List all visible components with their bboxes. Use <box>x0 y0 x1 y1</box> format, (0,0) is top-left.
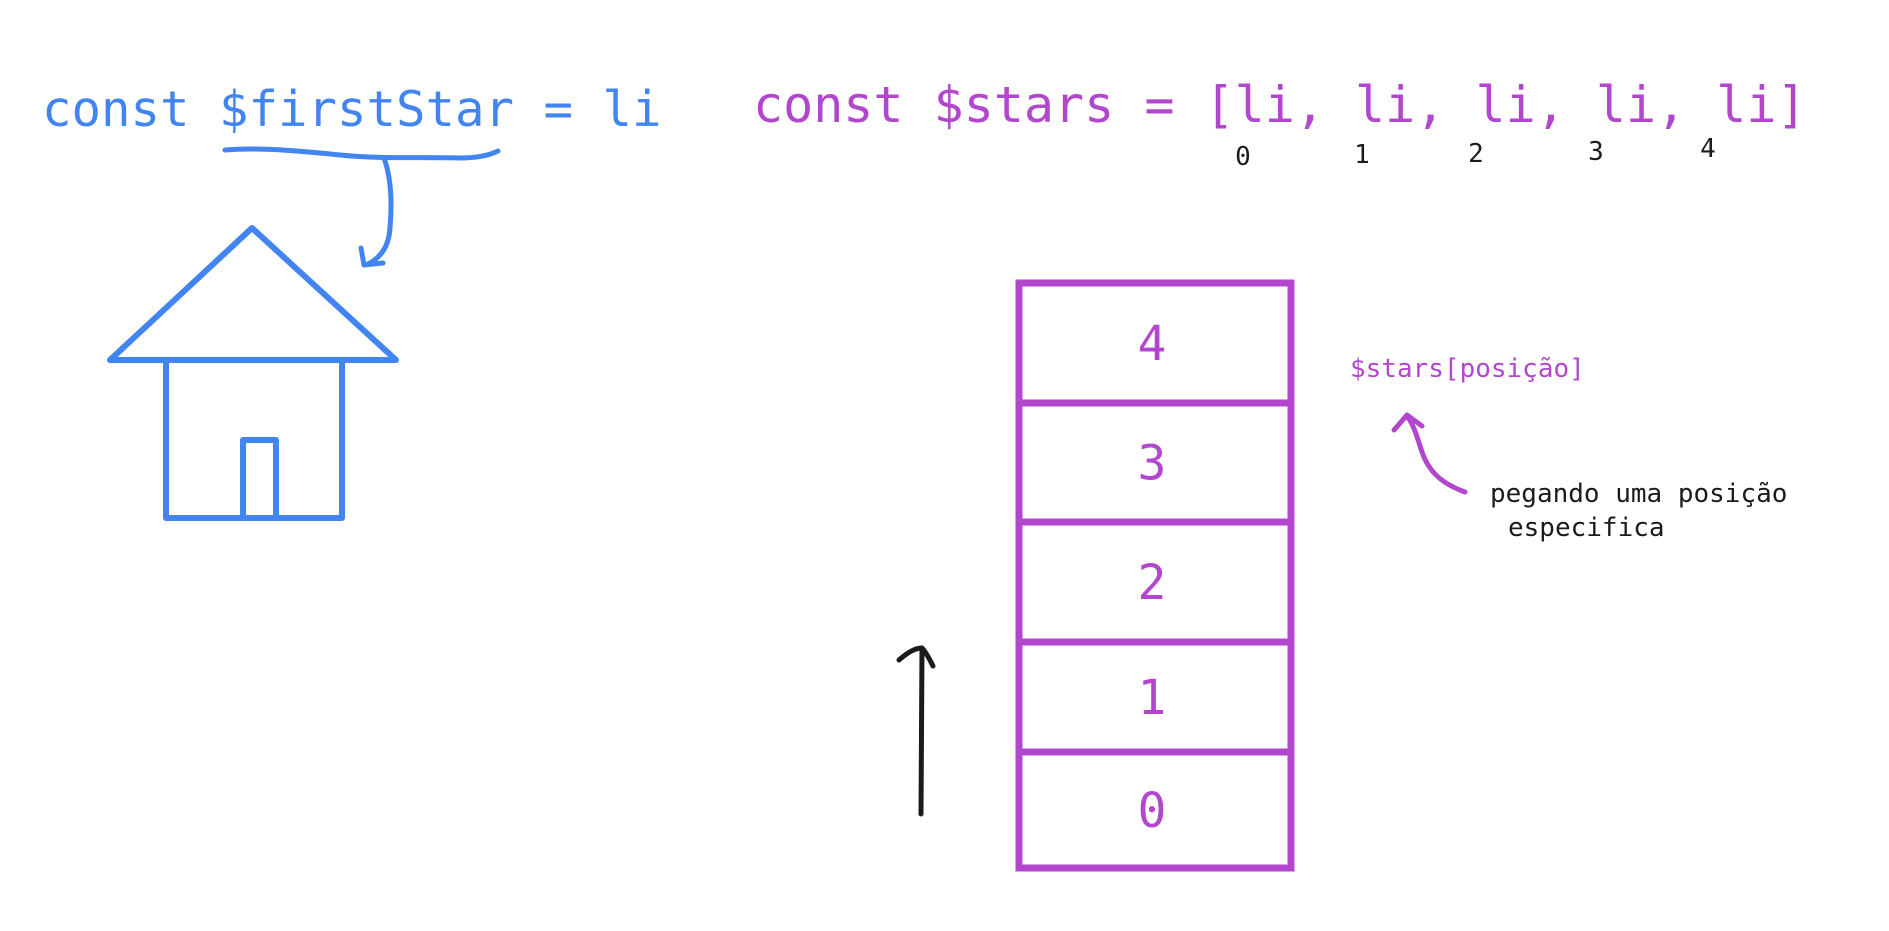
first-star-underline <box>222 146 501 161</box>
description-line-1: pegando uma posição <box>1490 479 1787 509</box>
access-syntax-label: $stars[posição] <box>1350 354 1585 384</box>
array-index-3: 3 <box>1588 137 1604 167</box>
description-line-2: especifica <box>1508 513 1665 543</box>
stack-cell-label-4: 4 <box>1138 316 1167 372</box>
array-index-4: 4 <box>1700 134 1716 164</box>
stack-cell-0 <box>1015 748 1295 872</box>
stack-cells: 4 3 2 1 0 <box>1015 279 1295 872</box>
stack-cell-label-2: 2 <box>1138 555 1167 611</box>
array-index-labels: 0 1 2 3 4 <box>1235 134 1716 172</box>
pointer-arrow-icon <box>1391 412 1468 495</box>
array-index-0: 0 <box>1235 142 1251 172</box>
array-index-2: 2 <box>1468 139 1484 169</box>
first-star-declaration: const $firstStar = li <box>42 81 662 138</box>
stars-array-declaration: const $stars = [li, li, li, li, li] <box>753 76 1807 134</box>
stack-cell-label-3: 3 <box>1138 436 1167 492</box>
house-icon <box>107 225 399 521</box>
curved-arrow-icon <box>358 155 394 268</box>
stack-cell-label-1: 1 <box>1138 670 1167 726</box>
up-arrow-icon <box>896 645 936 817</box>
array-index-1: 1 <box>1354 140 1370 170</box>
stack-cell-label-0: 0 <box>1138 783 1167 839</box>
